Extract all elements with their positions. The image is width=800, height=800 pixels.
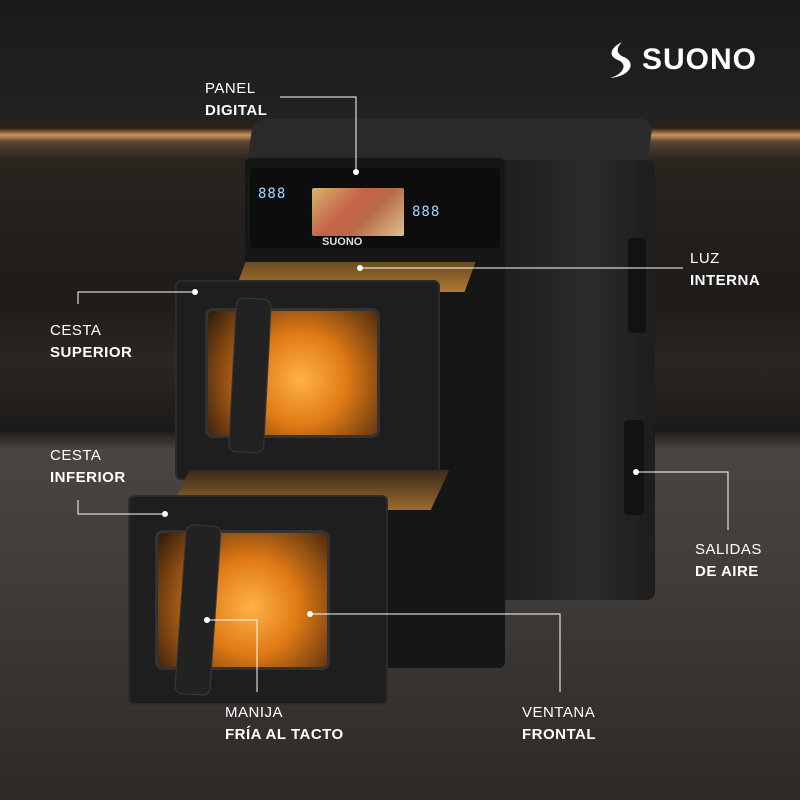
panel-brand: SUONO — [322, 236, 363, 248]
vent-dot — [633, 469, 639, 475]
handle-dot — [204, 617, 210, 623]
lower-basket-dot — [162, 511, 168, 517]
left-display: 888 — [258, 186, 287, 202]
window-dot — [307, 611, 313, 617]
lower-air-vent — [624, 420, 644, 515]
upper-basket-dot — [192, 289, 198, 295]
food-menu-screen[interactable] — [312, 188, 404, 236]
right-display: 888 — [412, 204, 441, 220]
light-dot — [357, 265, 363, 271]
upper-air-vent — [628, 238, 646, 333]
fryer-body — [490, 160, 655, 600]
brand-name: SUONO — [642, 43, 758, 76]
panel-dot — [353, 169, 359, 175]
brand-logo: SUONO — [602, 40, 757, 80]
brand-swirl-icon — [610, 42, 631, 78]
